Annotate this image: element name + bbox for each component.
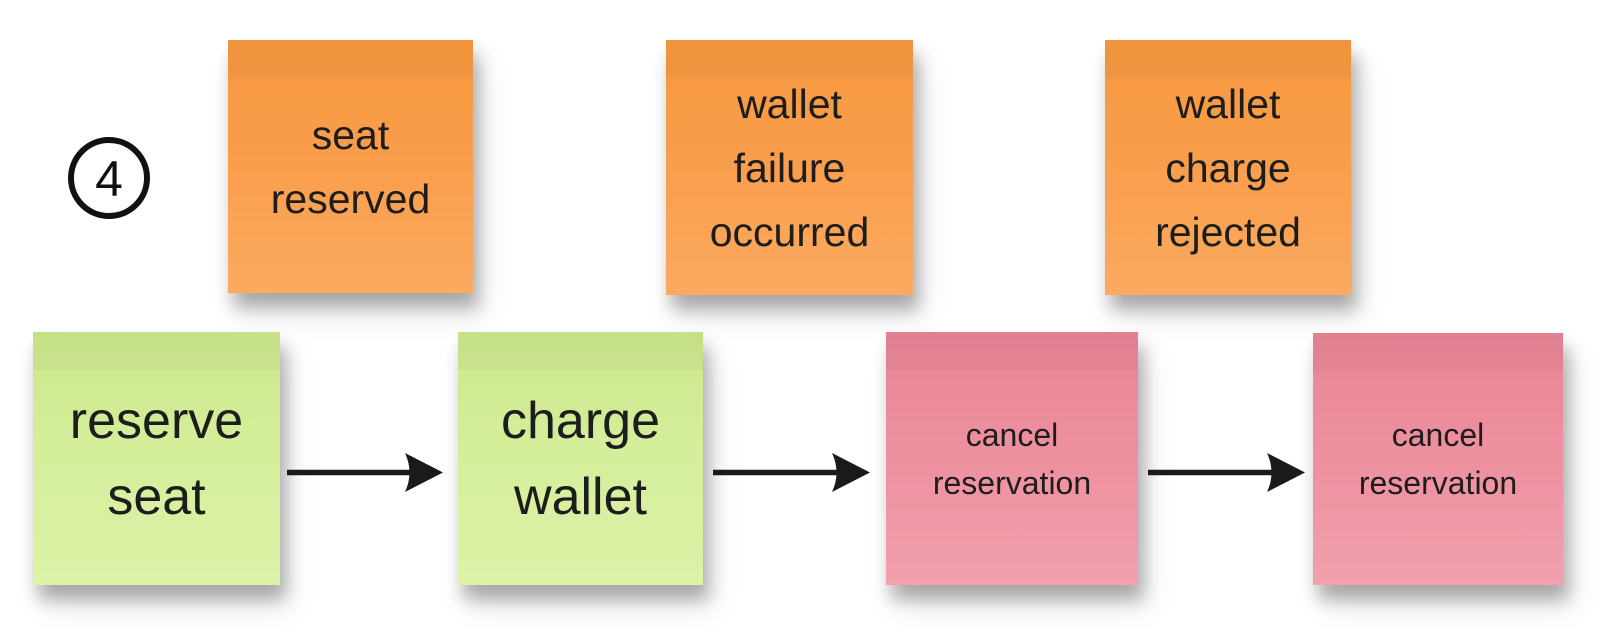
step-number: 4 (95, 151, 123, 207)
step-number-badge[interactable]: 4 (68, 137, 150, 219)
note-text-line: occurred (709, 208, 870, 255)
sticky-note-cancel-reservation-2[interactable]: cancel reservation (1313, 333, 1563, 585)
note-text-line: cancel (1391, 417, 1485, 453)
note-text-line: wallet (737, 80, 842, 127)
note-text-line: wallet (1175, 80, 1281, 127)
note-text-line: reserve (69, 391, 244, 450)
note-text-line: rejected (1155, 208, 1301, 255)
sticky-note-charge-wallet[interactable]: charge wallet (458, 332, 703, 585)
note-text: wallet charge rejected (1155, 72, 1301, 264)
note-text: reserve seat (70, 383, 243, 535)
sticky-note-reserve-seat[interactable]: reserve seat (33, 332, 280, 585)
arrow-cancel-reservation-1-to-cancel-reservation-2[interactable] (1148, 453, 1305, 492)
note-text: charge wallet (501, 383, 660, 535)
note-text-line: reservation (1358, 465, 1518, 501)
note-text-line: charge (501, 391, 660, 450)
note-text: wallet failure occurred (710, 72, 870, 264)
note-text-line: seat (107, 467, 206, 526)
note-text-line: cancel (965, 416, 1059, 453)
sticky-note-wallet-charge-rejected[interactable]: wallet charge rejected (1105, 40, 1351, 295)
note-text-line: reservation (932, 464, 1092, 501)
arrow-charge-wallet-to-cancel-reservation-1[interactable] (713, 453, 870, 492)
note-text-line: charge (1165, 144, 1291, 191)
arrow-reserve-seat-to-charge-wallet[interactable] (287, 453, 443, 492)
note-text-line: failure (733, 144, 846, 191)
sticky-note-cancel-reservation-1[interactable]: cancel reservation (886, 332, 1138, 585)
note-text-line: reserved (270, 175, 431, 222)
note-text: seat reserved (271, 103, 431, 231)
note-text: cancel reservation (1359, 411, 1517, 507)
sticky-note-seat-reserved[interactable]: seat reserved (228, 40, 473, 293)
note-text: cancel reservation (933, 411, 1091, 507)
note-text-line: seat (311, 111, 390, 158)
sticky-note-wallet-failure-occurred[interactable]: wallet failure occurred (666, 40, 913, 295)
note-text-line: wallet (514, 467, 647, 526)
